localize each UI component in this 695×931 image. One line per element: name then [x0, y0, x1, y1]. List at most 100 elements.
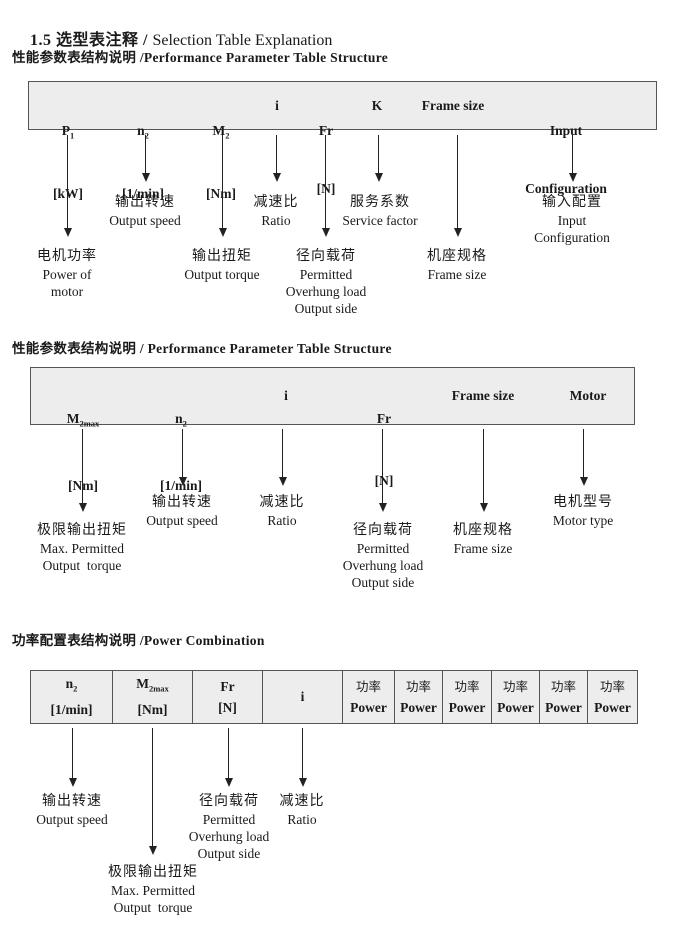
header-unit: [N]	[218, 699, 237, 715]
annotation-overhung-load: 径向载荷 Permitted Overhung load Output side	[286, 248, 367, 317]
header-cell-motor: Motor	[570, 352, 607, 440]
section1-heading: 性能参数表结构说明 /Performance Parameter Table S…	[12, 50, 389, 65]
annotation-line: Overhung load	[285, 284, 367, 299]
annotation-line: Max. Permitted	[111, 883, 195, 898]
annotation-line: 输出转速	[152, 495, 212, 510]
header-cell-n2: n2 [1/min]	[31, 671, 113, 723]
annotation-frame-size: 机座规格 Frame size	[427, 248, 487, 283]
annotation-line: Output torque	[42, 558, 122, 573]
arrow-input-configuration	[572, 135, 573, 173]
annotation-line: Output side	[294, 301, 358, 316]
header-unit: [N]	[316, 181, 336, 196]
header-symbol: n2	[175, 411, 187, 429]
annotation-line: Output speed	[109, 213, 181, 228]
annotation-output-torque: 输出扭矩 Output torque	[184, 248, 259, 283]
header-symbol: 功率	[599, 679, 625, 694]
annotation-motor-type: 电机型号 Motor type	[553, 494, 613, 529]
page-title-zh: 1.5 选型表注释 /	[30, 32, 153, 49]
annotation-ratio: 减速比 Ratio	[280, 793, 325, 828]
annotation-line: Output torque	[113, 900, 193, 915]
annotation-line: 输入配置	[542, 195, 602, 210]
header-cell-m2max: M2max [Nm]	[113, 671, 193, 723]
arrow-fr	[228, 728, 229, 778]
arrow-m2max	[82, 429, 83, 503]
annotation-line: 径向载荷	[295, 249, 356, 264]
arrow-m2	[222, 135, 223, 228]
annotation-output-speed: 输出转速 Output speed	[36, 793, 108, 828]
annotation-input-configuration: 输入配置 Input Configuration	[534, 194, 610, 246]
annotation-line: Configuration	[534, 230, 610, 245]
header-cell-power-2: 功率 Power	[395, 671, 443, 723]
header-symbol: n2	[65, 676, 78, 694]
annotation-power-of-motor: 电机功率 Power of motor	[37, 248, 97, 300]
annotation-line: 电机型号	[553, 495, 613, 510]
section3-heading: 功率配置表结构说明 /Power Combination	[12, 633, 265, 648]
annotation-line: 极限输出扭矩	[37, 523, 127, 538]
annotation-line: Input	[557, 213, 587, 228]
annotation-line: Frame size	[427, 267, 487, 282]
annotation-ratio: 减速比 Ratio	[260, 494, 305, 529]
header-symbol: Fr	[220, 678, 235, 694]
header-symbol: Frame size	[451, 388, 515, 403]
header-symbol: Motor	[569, 388, 607, 403]
annotation-line: 减速比	[259, 495, 305, 510]
arrow-frame-size	[457, 135, 458, 228]
annotation-line: Permitted	[202, 812, 256, 827]
header-unit: Power	[350, 699, 387, 715]
header-symbol: K	[371, 97, 383, 113]
header-symbol: Fr	[318, 123, 334, 138]
arrow-i	[276, 135, 277, 173]
header-unit: [1/min]	[122, 185, 164, 201]
annotation-line: Frame size	[453, 541, 513, 556]
header-cell-k: K	[365, 62, 389, 150]
arrow-i	[302, 728, 303, 778]
header-symbol: i	[284, 388, 288, 403]
annotation-overhung-load: 径向载荷 Permitted Overhung load Output side	[189, 793, 270, 862]
header-cell-power-1: 功率 Power	[343, 671, 395, 723]
annotation-line: Output side	[351, 575, 415, 590]
annotation-line: motor	[50, 284, 84, 299]
section2-heading: 性能参数表结构说明 / Performance Parameter Table …	[12, 341, 392, 356]
header-symbol: Frame size	[421, 97, 485, 113]
header-unit: Power	[594, 699, 631, 715]
header-cell-power-6: 功率 Power	[588, 671, 637, 723]
annotation-line: Output speed	[146, 513, 218, 528]
header-symbol: M2	[212, 123, 230, 141]
arrow-fr	[382, 429, 383, 503]
header-cell-power-3: 功率 Power	[443, 671, 492, 723]
annotation-line: Motor type	[552, 513, 614, 528]
annotation-line: Permitted	[299, 267, 353, 282]
annotation-line: 电机功率	[37, 249, 97, 264]
header-unit: Power	[448, 699, 486, 715]
header-unit: Power	[497, 699, 534, 715]
header-cell-power-4: 功率 Power	[492, 671, 540, 723]
annotation-line: 输出扭矩	[192, 249, 252, 264]
arrow-p1	[67, 135, 68, 228]
annotation-line: 极限输出扭矩	[108, 865, 198, 880]
header-symbol: 功率	[405, 679, 431, 694]
header-cell-i: i	[263, 671, 343, 723]
header-unit: [1/min]	[50, 701, 93, 717]
header-cell-m2: M2 [Nm]	[206, 87, 236, 238]
header-symbol: n2	[137, 123, 149, 141]
annotation-overhung-load: 径向载荷 Permitted Overhung load Output side	[343, 522, 424, 591]
annotation-output-speed: 输出转速 Output speed	[146, 494, 218, 529]
header-cell-n2: n2 [1/min]	[122, 87, 164, 238]
header-symbol: 功率	[355, 679, 381, 694]
header-symbol: 功率	[502, 679, 528, 694]
annotation-line: 径向载荷	[352, 523, 413, 538]
annotation-line: Ratio	[261, 213, 291, 228]
arrow-n2	[182, 429, 183, 477]
header-symbol: i	[275, 97, 279, 113]
arrow-frame-size	[483, 429, 484, 503]
header-cell-power-5: 功率 Power	[540, 671, 588, 723]
arrow-n2	[72, 728, 73, 778]
annotation-line: 输出转速	[115, 195, 175, 210]
annotation-line: Permitted	[356, 541, 410, 556]
header-unit: [N]	[374, 473, 394, 488]
header-symbol: i	[300, 689, 305, 704]
header-cell-m2max: M2max [Nm]	[67, 375, 100, 530]
page-title: 1.5 选型表注释 / Selection Table Explanation	[14, 8, 332, 68]
section3-table: n2 [1/min] M2max [Nm] Fr [N] i 功率 Power …	[30, 670, 638, 724]
annotation-ratio: 减速比 Ratio	[254, 194, 299, 229]
